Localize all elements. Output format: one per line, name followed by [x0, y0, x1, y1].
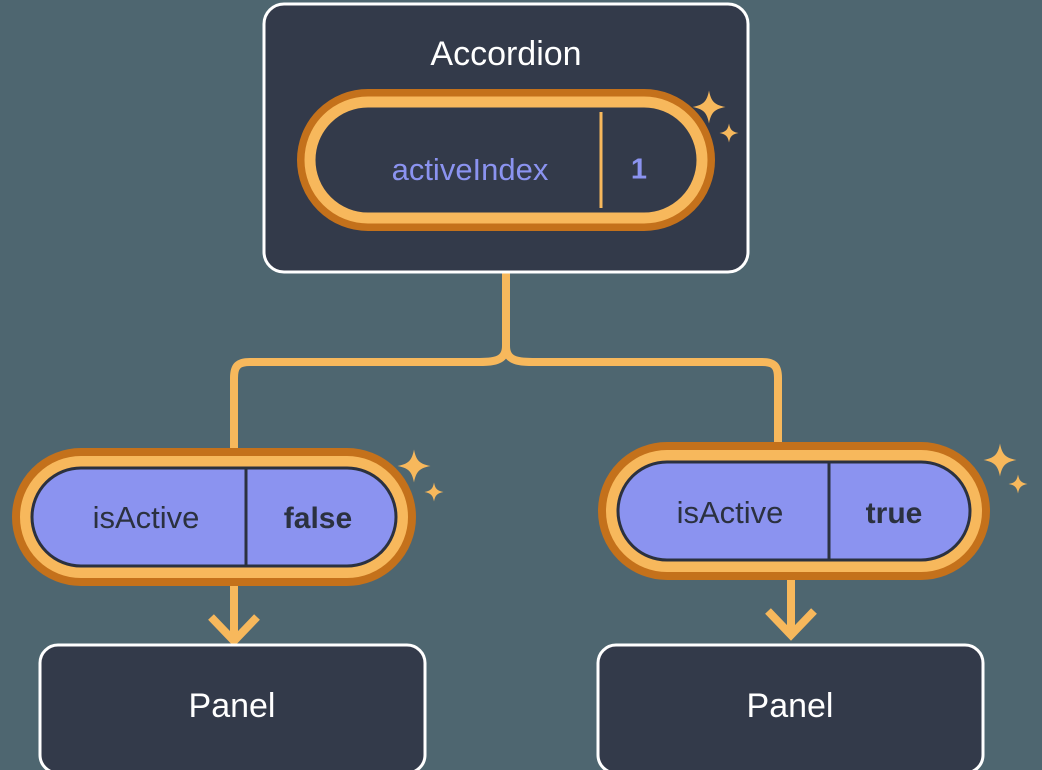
state-pill-value: true: [866, 497, 923, 530]
arrow-down-head-icon: [765, 608, 817, 641]
node-panel-right-box: [596, 643, 985, 770]
node-panel-right-label: Panel: [747, 687, 834, 725]
state-pill-inner-ring: [20, 456, 408, 578]
connector-tree: [230, 268, 782, 456]
node-accordion-label: Accordion: [430, 35, 581, 73]
connector-branch-left: [230, 342, 510, 456]
node-panel-right[interactable]: Panel: [596, 643, 985, 770]
state-pill-key: isActive: [93, 500, 200, 535]
state-pill-is-active-true[interactable]: isActive true: [598, 442, 990, 580]
sparkle-four-point-large-icon: [983, 443, 1017, 477]
sparkle-four-point-small-icon: [424, 482, 444, 502]
state-pill-is-active-false[interactable]: isActive false: [12, 448, 416, 586]
node-panel-left-box: [38, 643, 427, 770]
sparkle-four-point-small-icon: [1008, 474, 1028, 494]
state-pill-active-index[interactable]: activeIndex 1: [297, 89, 715, 231]
state-pill-value: 1: [631, 154, 647, 186]
state-pill-value: false: [284, 502, 352, 535]
sparkle-group-right: [983, 443, 1028, 494]
connector-branch-right: [502, 342, 782, 456]
state-pill-key: activeIndex: [392, 152, 549, 187]
state-pill-fill: [616, 460, 972, 562]
state-pill-inner-ring: [606, 450, 982, 572]
state-pill-inner-ring: [304, 96, 708, 224]
arrow-down-head-icon: [208, 614, 260, 647]
node-panel-left[interactable]: Panel: [38, 643, 427, 770]
node-accordion[interactable]: Accordion activeIndex 1: [262, 2, 750, 274]
arrow-right-group: [765, 572, 817, 641]
state-pill-fill: [30, 466, 398, 568]
arrow-left-group: [208, 578, 260, 647]
state-pill-key: isActive: [677, 495, 784, 530]
node-panel-left-label: Panel: [189, 687, 276, 725]
